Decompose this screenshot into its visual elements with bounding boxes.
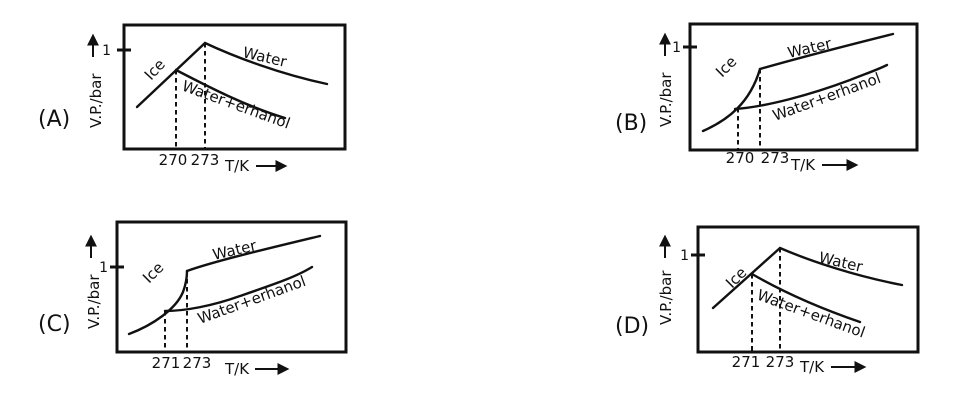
x-tick-label-273: 273 (766, 353, 795, 371)
x-tick-label-271: 271 (152, 354, 181, 372)
plot-box (688, 22, 919, 152)
y-axis-label: V.P./bar (657, 72, 675, 127)
x-tick-label-271: 271 (732, 353, 761, 371)
panel-letter: (B) (615, 111, 647, 136)
x-axis-label: T/K (790, 156, 816, 174)
ice-curve (701, 67, 762, 133)
water-curve-label: Water (211, 236, 259, 264)
panel-C: (C) V.P./bar 1 Ice Water Water+erhanol 2… (38, 220, 348, 378)
x-tick-label-273: 273 (183, 354, 212, 372)
panel-A: (A) V.P./bar 1 Ice Water Water+erhanol 2… (38, 23, 347, 175)
mixture-curve (750, 272, 862, 324)
x-axis-label: T/K (224, 360, 250, 378)
water-curve (185, 234, 322, 273)
y-axis-label: V.P./bar (85, 274, 103, 329)
ice-curve (711, 246, 782, 310)
water-curve-label: Water (817, 248, 865, 276)
mixture-curve-label: Water+erhanol (195, 272, 308, 328)
x-tick-label-273: 273 (191, 151, 220, 169)
mixture-curve-label: Water+erhanol (755, 286, 868, 342)
water-curve-label: Water (786, 34, 834, 62)
mixture-curve-label: Water+erhanol (180, 77, 293, 133)
panel-B: (B) V.P./bar 1 Ice Water Water+erhanol 2… (615, 22, 919, 174)
y-tick-label: 1 (672, 40, 681, 56)
y-tick-label: 1 (102, 43, 111, 59)
y-axis-label: V.P./bar (87, 73, 105, 128)
y-tick-label: 1 (680, 248, 689, 264)
water-curve (758, 32, 895, 71)
plot-box (696, 225, 920, 354)
plot-box (115, 220, 348, 354)
ice-curve-label: Ice (712, 53, 740, 81)
ice-curve-label: Ice (139, 259, 167, 287)
panel-letter: (A) (38, 107, 70, 132)
mixture-curve (174, 68, 287, 120)
x-axis-label: T/K (799, 358, 825, 376)
panel-D: (D) V.P./bar 1 Ice Water Water+erhanol 2… (615, 225, 920, 376)
mixture-curve (733, 63, 889, 111)
panel-letter: (D) (615, 314, 649, 339)
plot-box (122, 23, 347, 151)
water-curve (778, 246, 904, 287)
mixture-curve (163, 265, 314, 313)
water-curve (203, 41, 329, 86)
y-axis-label: V.P./bar (657, 270, 675, 325)
y-tick-label: 1 (99, 260, 108, 276)
x-tick-label-273: 273 (761, 149, 790, 167)
ice-curve (127, 269, 189, 336)
mixture-curve-label: Water+erhanol (770, 69, 883, 125)
x-axis-label: T/K (224, 157, 250, 175)
ice-curve (135, 41, 207, 109)
panel-letter: (C) (38, 312, 71, 337)
ice-curve-label: Ice (722, 264, 750, 292)
x-tick-label-270: 270 (159, 151, 188, 169)
x-tick-label-270: 270 (726, 149, 755, 167)
